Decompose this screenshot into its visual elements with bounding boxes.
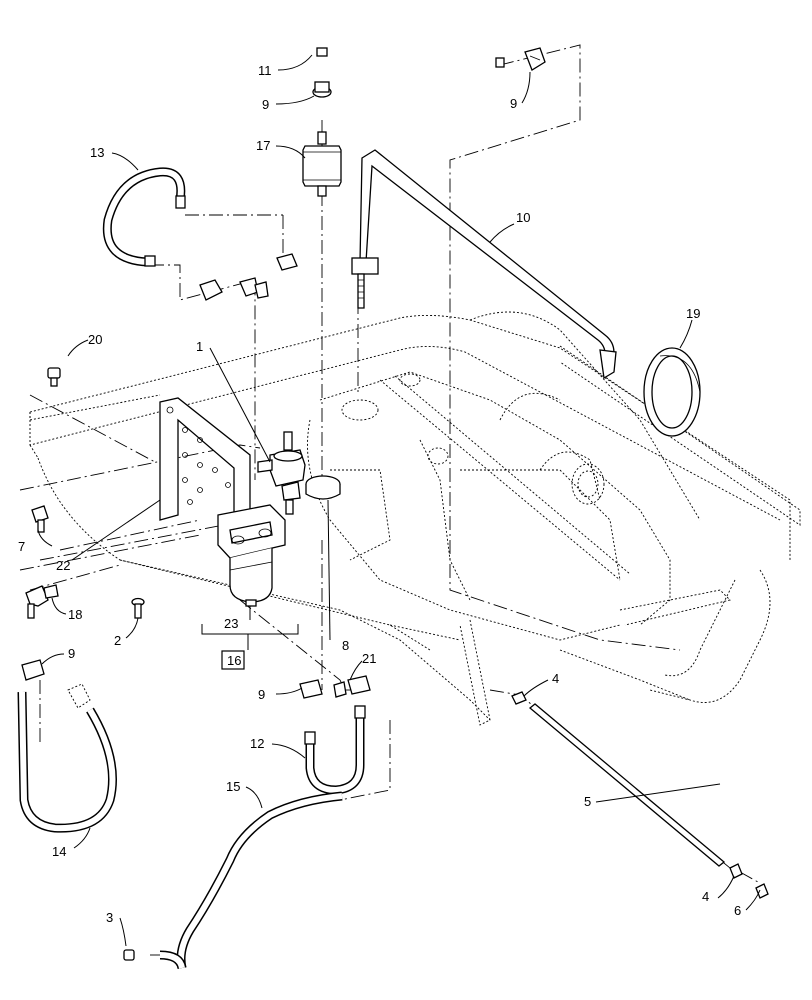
filter-assembly-part-23 [217,504,286,607]
hose-part-13 [102,167,186,267]
callout-16: 16 [227,653,241,668]
bolt-part-20 [47,367,61,387]
callout-1: 1 [196,339,203,354]
callout-4-lower: 4 [702,889,709,904]
callout-10: 10 [516,210,530,225]
callout-9-center: 9 [258,687,265,702]
callout-18: 18 [68,607,82,622]
clamp-part-9-left [21,659,45,681]
phantom-lines [19,44,759,956]
callout-15: 15 [226,779,240,794]
ring-clamp-part-19 [643,347,701,437]
callout-5: 5 [584,794,591,809]
callout-12: 12 [250,736,264,751]
bracket-plate-part-22 [159,397,251,531]
callout-14: 14 [52,844,66,859]
hose-part-12 [304,705,366,795]
clamp-part-9-center [299,679,323,699]
callout-3: 3 [106,910,113,925]
part-16-box [221,650,245,670]
bolt-part-7 [31,505,49,533]
callout-17: 17 [256,138,270,153]
callout-8: 8 [342,638,349,653]
hose-part-15 [159,791,343,970]
regulator-part-1 [257,431,306,515]
callout-19: 19 [686,306,700,321]
callout-6: 6 [734,903,741,918]
clamp-ring-part-8 [305,475,341,500]
callout-21: 21 [362,651,376,666]
elbow-fitting-part-18 [25,584,59,619]
fitting-part-21 [333,675,371,698]
callout-4-upper: 4 [552,671,559,686]
clamp-part-9-top-right [524,47,546,71]
clamp-part-9-top-center [312,81,332,98]
callout-2: 2 [114,633,121,648]
callout-20: 20 [88,332,102,347]
hose-part-14 [17,683,117,833]
callout-13: 13 [90,145,104,160]
fitting-group-near-13 [199,253,298,301]
callout-23: 23 [224,616,238,631]
callout-22: 22 [56,558,70,573]
hose-part-11 [316,16,505,68]
screw-part-2 [131,597,145,619]
callout-9-top-right: 9 [510,96,517,111]
callout-11: 11 [258,63,272,78]
callout-labels: 11 9 9 17 13 10 19 20 1 7 22 23 16 18 2 … [18,63,741,925]
tank-strap-part-10 [351,149,617,380]
callout-9-left: 9 [68,646,75,661]
callout-9-top-left: 9 [262,97,269,112]
vent-tube-part-5 [511,691,769,899]
callout-7: 7 [18,539,25,554]
bracket-line-23 [201,624,299,670]
callout-leaders [37,54,761,947]
fuel-filter-part-17 [302,131,342,197]
cap-part-3 [123,949,135,961]
